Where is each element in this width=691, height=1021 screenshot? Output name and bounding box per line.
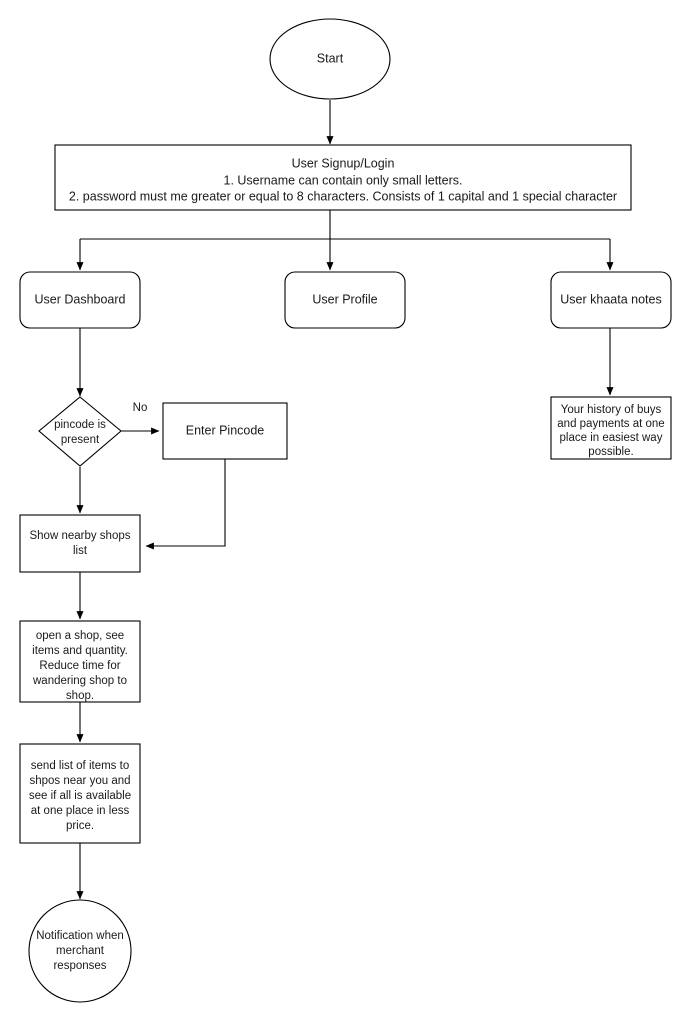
node-open-shop[interactable]: open a shop, see items and quantity. Red… — [19, 620, 141, 703]
node-user-profile-label: User Profile — [312, 292, 377, 306]
node-signup-line3: 2. password must me greater or equal to … — [69, 189, 617, 203]
edge-label-no: No — [133, 402, 148, 414]
node-signup-login[interactable]: User Signup/Login 1. Username can contai… — [54, 144, 632, 211]
node-send-list-line2: shpos near you and — [29, 775, 130, 787]
node-pincode-decision-line2: present — [61, 434, 100, 446]
node-send-list-line5: price. — [66, 820, 94, 832]
node-khaata-detail-line2: and payments at one — [557, 418, 664, 430]
node-open-shop-line1: open a shop, see — [36, 630, 124, 642]
node-send-list-line4: at one place in less — [31, 805, 130, 817]
node-start[interactable]: Start — [269, 18, 391, 100]
node-notification-line3: responses — [53, 960, 106, 972]
node-khaata-detail[interactable]: Your history of buys and payments at one… — [550, 396, 672, 460]
edge-enter-pincode-to-nearby-shops — [145, 459, 226, 550]
node-user-khaata-notes[interactable]: User khaata notes — [550, 271, 672, 329]
node-khaata-detail-line1: Your history of buys — [561, 404, 662, 416]
node-pincode-decision-line1: pincode is — [54, 419, 106, 431]
node-khaata-detail-line3: place in easiest way — [560, 432, 663, 444]
node-start-label: Start — [317, 51, 344, 65]
node-nearby-shops[interactable]: Show nearby shops list — [19, 514, 141, 573]
node-user-profile[interactable]: User Profile — [284, 271, 406, 329]
node-notification-line2: merchant — [56, 945, 105, 957]
node-signup-line2: 1. Username can contain only small lette… — [224, 173, 463, 187]
node-open-shop-line4: wandering shop to — [32, 675, 127, 687]
node-user-dashboard-label: User Dashboard — [34, 292, 125, 306]
node-nearby-shops-line1: Show nearby shops — [29, 530, 130, 542]
node-nearby-shops-line2: list — [73, 545, 88, 557]
node-open-shop-line5: shop. — [66, 690, 94, 702]
node-open-shop-line3: Reduce time for — [39, 660, 120, 672]
node-user-khaata-notes-label: User khaata notes — [560, 292, 661, 306]
node-signup-line1: User Signup/Login — [292, 156, 395, 170]
node-user-dashboard[interactable]: User Dashboard — [19, 271, 141, 329]
node-open-shop-line2: items and quantity. — [32, 645, 128, 657]
node-send-list[interactable]: send list of items to shpos near you and… — [19, 743, 141, 844]
node-send-list-line1: send list of items to — [31, 760, 129, 772]
node-enter-pincode-label: Enter Pincode — [186, 423, 265, 437]
connector-layer — [76, 100, 614, 900]
node-notification-line1: Notification when — [36, 930, 124, 942]
node-enter-pincode[interactable]: Enter Pincode — [162, 402, 288, 460]
node-notification[interactable]: Notification when merchant responses — [28, 899, 132, 1003]
node-pincode-decision[interactable]: pincode is present — [38, 396, 122, 467]
node-khaata-detail-line4: possible. — [588, 446, 633, 458]
node-send-list-line3: see if all is available — [29, 790, 131, 802]
